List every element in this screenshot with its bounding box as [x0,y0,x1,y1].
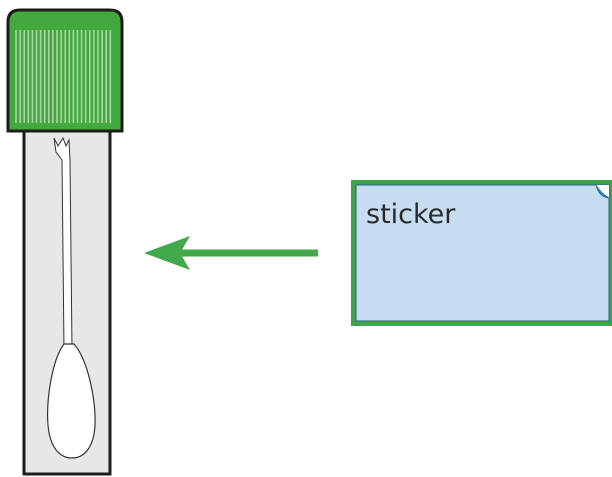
cap-ridges [15,30,112,123]
swab-tip [47,343,96,459]
sample-tube-icon [6,8,124,476]
sticker-label: sticker [351,180,612,326]
swab-icon [47,136,96,459]
sticker-label-text: sticker [366,199,456,230]
sticker-corner-fold [596,185,609,198]
tube-cap [6,8,124,133]
arrow-left-icon [144,236,318,270]
swab-stick [53,136,73,351]
